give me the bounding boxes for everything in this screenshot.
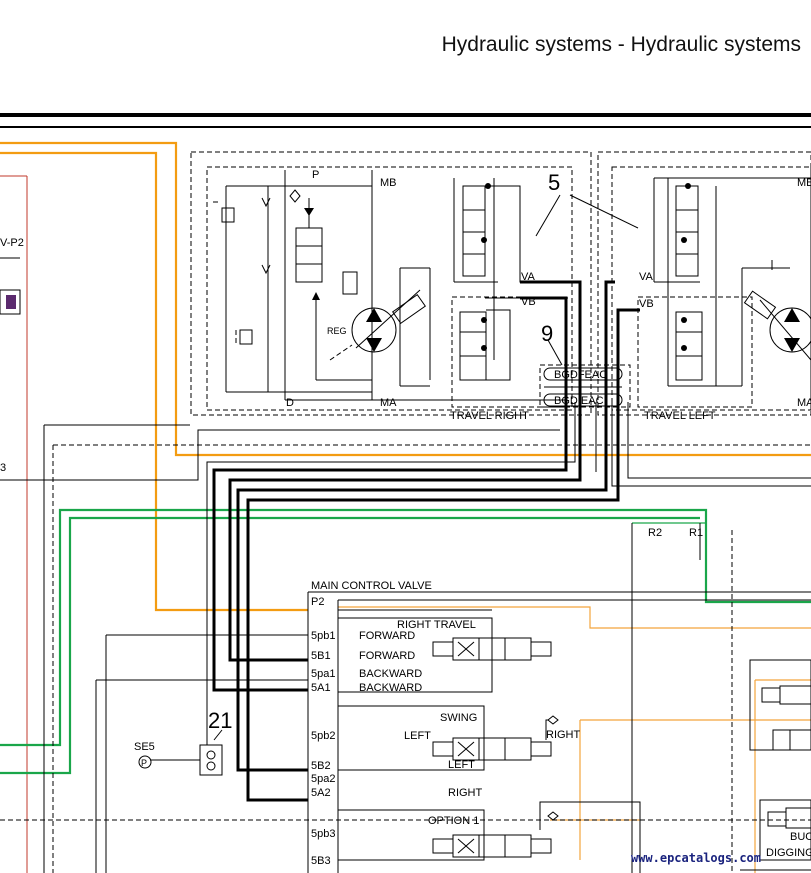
port-5a2: 5A2 bbox=[311, 787, 331, 799]
travel-motor-frames bbox=[190, 151, 811, 416]
travel-left-label: TRAVEL LEFT bbox=[644, 410, 716, 422]
port-ma-left: MA bbox=[797, 397, 811, 409]
swivel-top-label: BGDFEAC bbox=[554, 369, 607, 381]
port-vb-left: VB bbox=[639, 298, 654, 310]
port-5pb3: 5pb3 bbox=[311, 828, 335, 840]
r2-label: R2 bbox=[648, 527, 662, 539]
port-p: P bbox=[312, 169, 319, 181]
port-5a1: 5A1 bbox=[311, 682, 331, 694]
p-circle-label: P bbox=[141, 758, 147, 768]
header-rule-thin bbox=[0, 126, 811, 128]
left-label-2: LEFT bbox=[448, 759, 475, 771]
port-5pa2: 5pa2 bbox=[311, 773, 335, 785]
port-mb-right: MB bbox=[380, 177, 397, 189]
right-label-2: RIGHT bbox=[448, 787, 483, 799]
right-label-1: RIGHT bbox=[546, 729, 581, 741]
main-control-valve bbox=[307, 591, 641, 873]
port-5pa1: 5pa1 bbox=[311, 668, 335, 680]
swivel-joint bbox=[543, 367, 623, 407]
backward-label-2: BACKWARD bbox=[359, 682, 422, 694]
right-travel-motor bbox=[213, 170, 580, 401]
port-5pb1: 5pb1 bbox=[311, 630, 335, 642]
port-mb-left: MB bbox=[797, 177, 811, 189]
swivel-bottom-label: BGD EAC bbox=[554, 395, 604, 407]
port-vb-right: VB bbox=[521, 296, 536, 308]
swing-label: SWING bbox=[440, 712, 477, 724]
main-control-valve-label: MAIN CONTROL VALVE bbox=[311, 580, 432, 592]
watermark: www.epcatalogs.com bbox=[630, 851, 761, 865]
port-5pb2: 5pb2 bbox=[311, 730, 335, 742]
port-d: D bbox=[286, 397, 294, 409]
reg-label: REG bbox=[327, 326, 347, 336]
left-travel-motor bbox=[653, 177, 811, 387]
r1-label: R1 bbox=[689, 527, 703, 539]
digging-label: DIGGING bbox=[766, 847, 811, 859]
callout-9: 9 bbox=[541, 321, 553, 346]
diagram-labels: 5 9 21 P MB MB VA VA VB VB MA MA D REG T… bbox=[0, 169, 811, 867]
header-rule-thick bbox=[0, 113, 811, 117]
port-5b3: 5B3 bbox=[311, 855, 331, 867]
orange-pilot-lines bbox=[0, 141, 811, 873]
pilot-network bbox=[0, 424, 811, 873]
port-p2: P2 bbox=[311, 596, 324, 608]
se5-label: SE5 bbox=[134, 741, 155, 753]
right-travel-label: RIGHT TRAVEL bbox=[397, 619, 476, 631]
green-lines bbox=[0, 508, 811, 775]
option-1-label: OPTION 1 bbox=[428, 815, 479, 827]
callout-5: 5 bbox=[548, 170, 560, 195]
backward-label-1: BACKWARD bbox=[359, 668, 422, 680]
port-ma-right: MA bbox=[380, 397, 397, 409]
port-va-left: VA bbox=[639, 271, 654, 283]
callout-21: 21 bbox=[208, 708, 232, 733]
left-label-1: LEFT bbox=[404, 730, 431, 742]
num-3-label: 3 bbox=[0, 462, 6, 474]
hydraulic-schematic: 5 9 21 P MB MB VA VA VB VB MA MA D REG T… bbox=[0, 141, 811, 873]
buc-label: BUC bbox=[790, 831, 811, 843]
forward-label-2: FORWARD bbox=[359, 650, 415, 662]
travel-right-label: TRAVEL RIGHT bbox=[450, 410, 529, 422]
forward-label-1: FORWARD bbox=[359, 630, 415, 642]
port-5b1: 5B1 bbox=[311, 650, 331, 662]
right-side-valves bbox=[740, 659, 811, 871]
left-red-frame bbox=[0, 175, 28, 873]
se5-sensor bbox=[138, 729, 223, 776]
v-p2-label: V-P2 bbox=[0, 237, 24, 249]
callout-arrows bbox=[535, 194, 639, 366]
port-5b2: 5B2 bbox=[311, 760, 331, 772]
page-title: Hydraulic systems - Hydraulic systems bbox=[441, 33, 801, 56]
port-va-right: VA bbox=[521, 271, 536, 283]
travel-supply-lines bbox=[0, 280, 811, 802]
